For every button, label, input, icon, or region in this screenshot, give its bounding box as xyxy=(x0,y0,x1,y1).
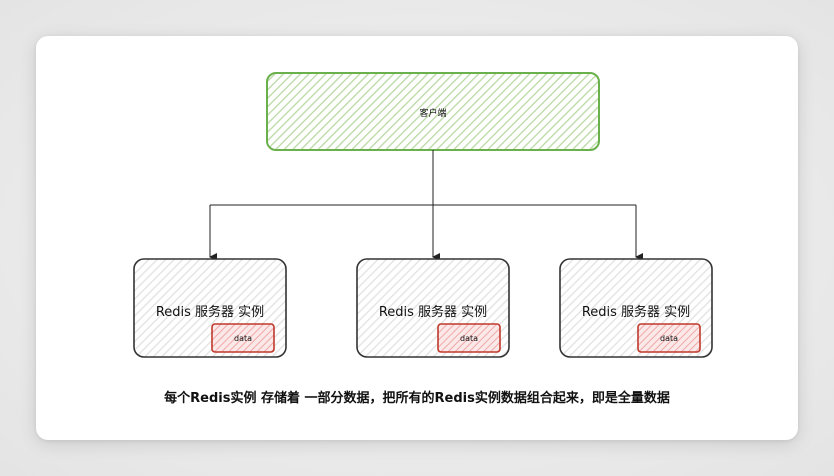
connector-lines xyxy=(209,150,643,261)
server-node-1 xyxy=(133,258,287,358)
data-block-3 xyxy=(637,323,701,353)
data-label-2: data xyxy=(459,334,479,343)
server-label-3: Redis 服务器 实例 xyxy=(581,305,691,320)
data-block-2 xyxy=(437,323,501,353)
server-node-3 xyxy=(559,258,713,358)
data-block-1 xyxy=(211,323,275,353)
data-label-3: data xyxy=(659,334,679,343)
server-node-2 xyxy=(356,258,510,358)
server-label-2: Redis 服务器 实例 xyxy=(378,305,488,320)
diagram-caption: 每个Redis实例 存储着 一部分数据，把所有的Redis实例数据组合起来，即是… xyxy=(164,391,670,406)
data-label-1: data xyxy=(233,334,253,343)
client-label: 客户端 xyxy=(419,109,447,119)
server-label-1: Redis 服务器 实例 xyxy=(155,305,265,320)
